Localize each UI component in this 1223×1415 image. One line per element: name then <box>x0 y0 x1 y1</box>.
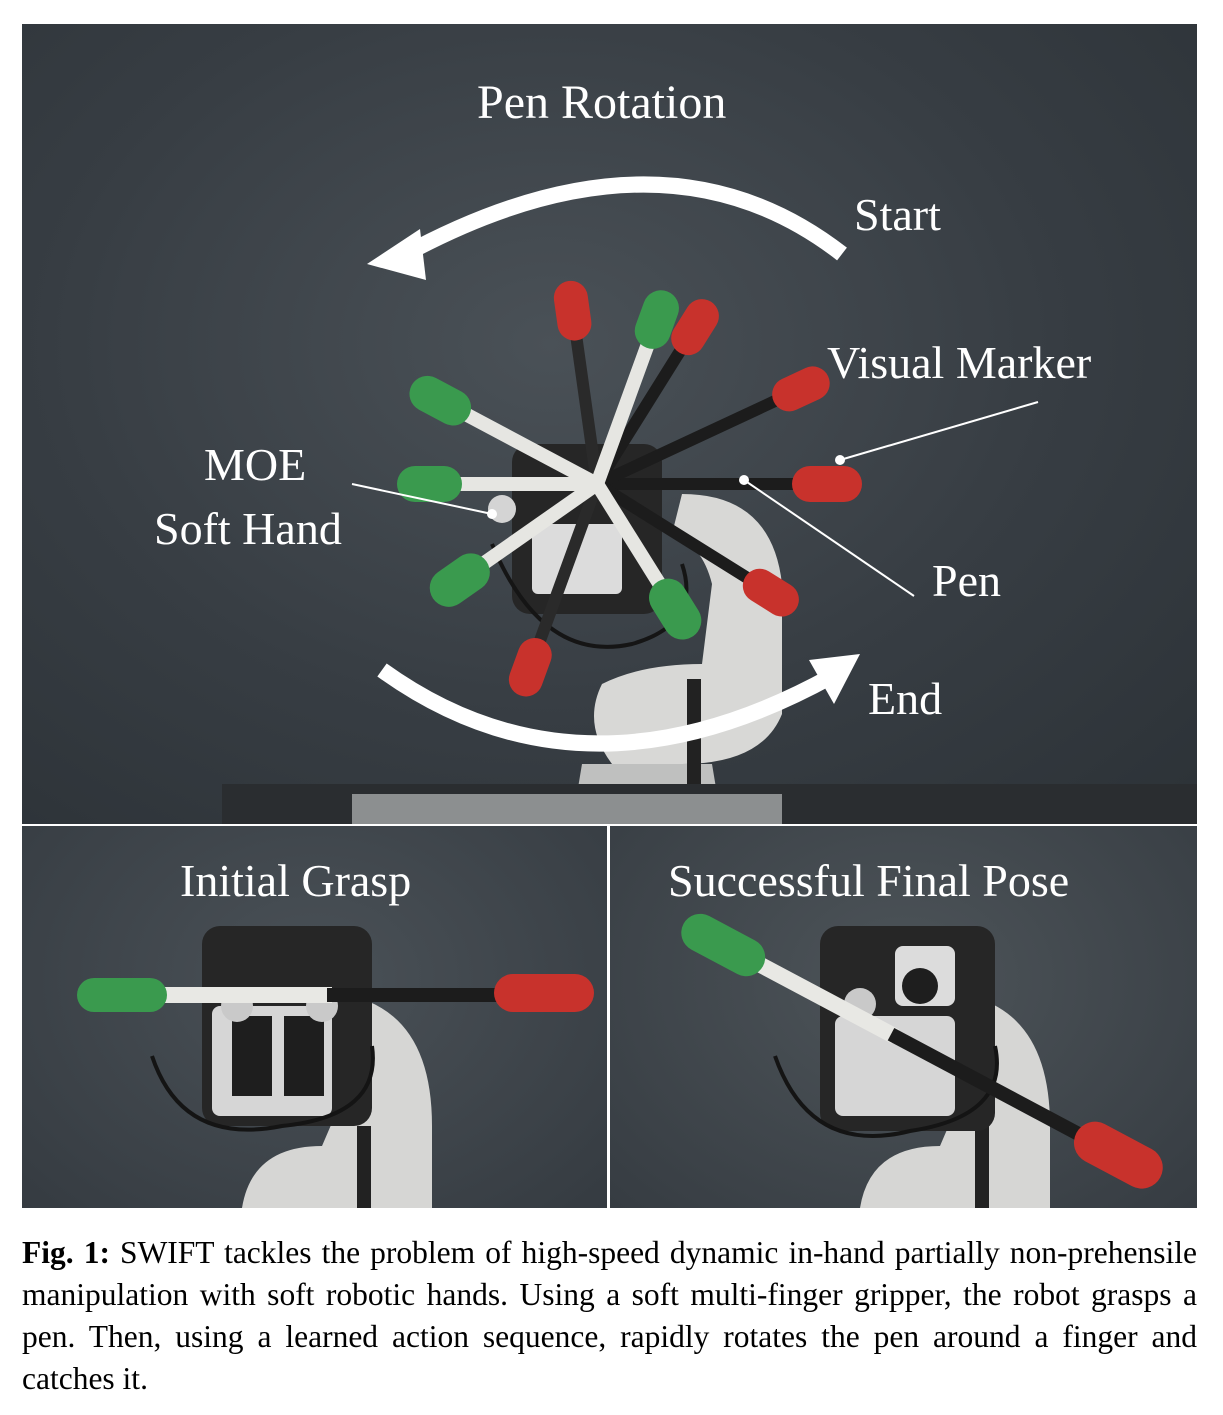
caption-text: SWIFT tackles the problem of high-speed … <box>22 1235 1197 1396</box>
end-label: End <box>868 673 943 724</box>
pen-rotation-scene <box>222 176 1197 824</box>
pen-frame <box>590 290 679 487</box>
robot-arm <box>222 494 1197 824</box>
start-arrow <box>367 176 847 280</box>
pen <box>681 913 1163 1189</box>
moe-soft-hand <box>773 926 999 1138</box>
initial-grasp-scene <box>77 926 594 1208</box>
robot-arm <box>242 996 432 1208</box>
start-label: Start <box>854 189 941 240</box>
final-pose-title: Successful Final Pose <box>668 855 1070 906</box>
annotation-leaders <box>351 401 1039 597</box>
soft-hand-label: Soft Hand <box>154 503 342 554</box>
final-pose-scene <box>681 913 1163 1208</box>
pen <box>77 974 594 1012</box>
pen-frame <box>553 280 603 485</box>
end-arrow <box>377 654 860 752</box>
initial-grasp-photo: Initial Grasp <box>22 826 607 1208</box>
pen-frame <box>409 375 601 491</box>
pen-rotation-title: Pen Rotation <box>477 76 727 129</box>
caption-label: Fig. 1: <box>22 1235 110 1270</box>
pen-frame <box>591 480 702 640</box>
pen-motion-frames <box>397 280 862 697</box>
pen-frame <box>593 478 799 617</box>
pen-frame <box>508 481 603 697</box>
final-pose-photo: Successful Final Pose <box>610 826 1197 1208</box>
initial-grasp-title: Initial Grasp <box>180 855 412 906</box>
pen-frame <box>594 366 830 490</box>
pen-label: Pen <box>932 555 1001 606</box>
pen-frame <box>429 478 602 607</box>
figure-caption: Fig. 1: SWIFT tackles the problem of hig… <box>22 1232 1197 1400</box>
moe-label: MOE <box>204 439 307 490</box>
robot-arm <box>860 996 1050 1208</box>
moe-soft-hand <box>150 926 375 1132</box>
visual-marker-label: Visual Marker <box>827 337 1092 388</box>
pen-rotation-photo: Pen Rotation Start Visual Marker MOE Sof… <box>22 24 1197 824</box>
pen-frame <box>397 466 597 502</box>
